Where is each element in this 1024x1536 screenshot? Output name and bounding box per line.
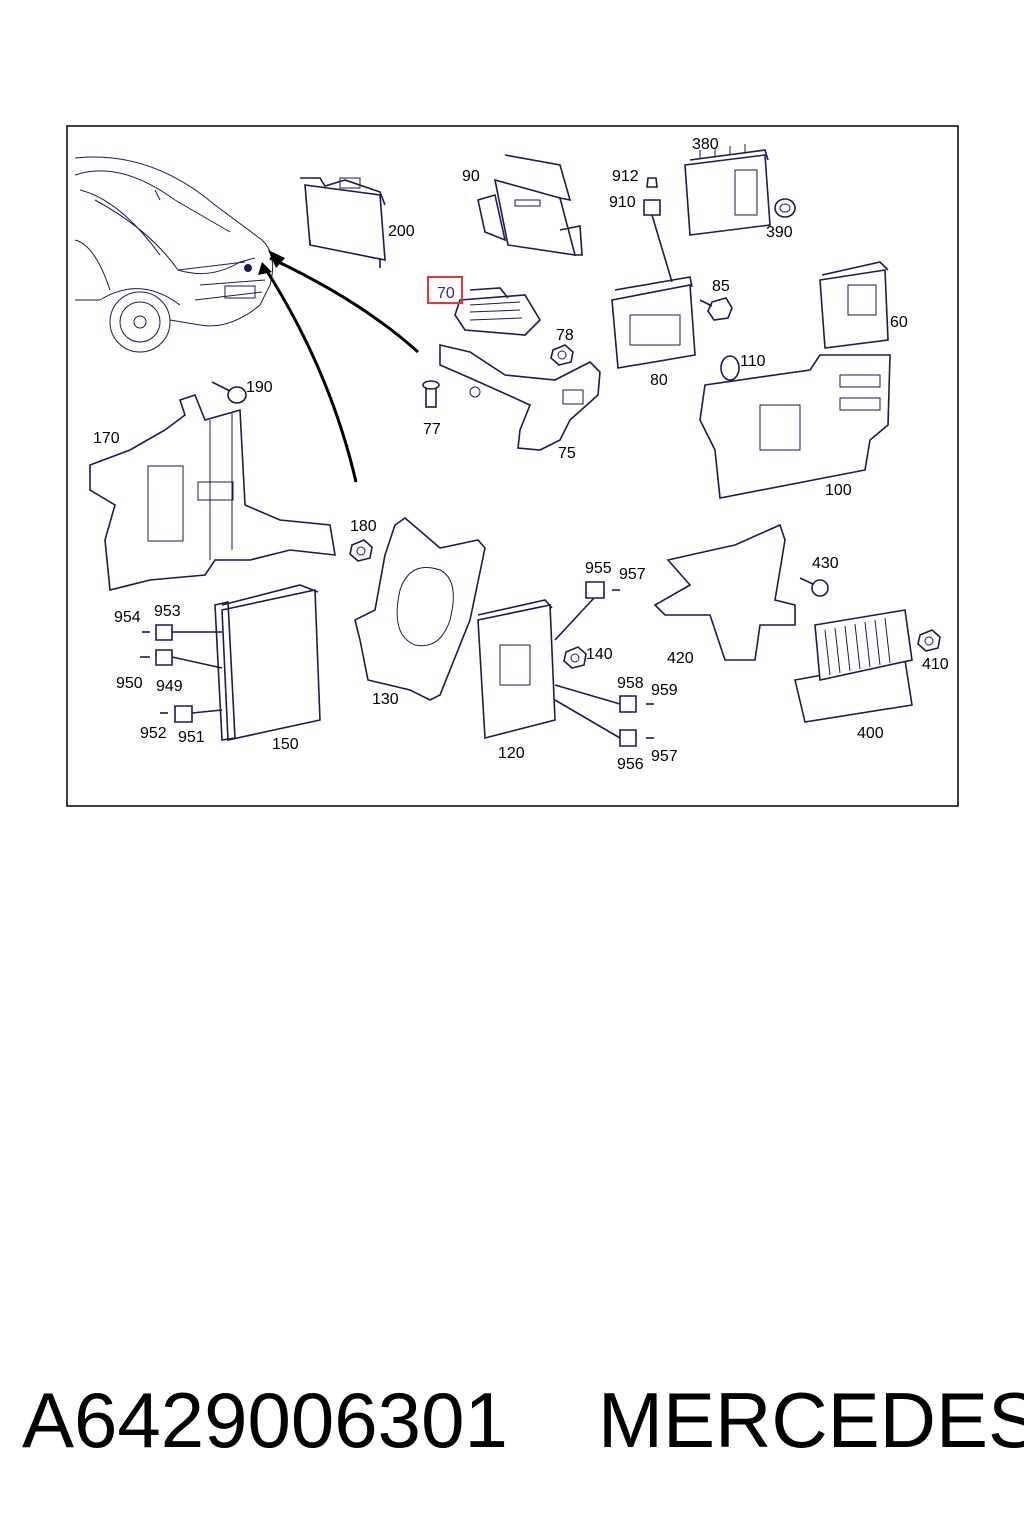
callout-430: 430 <box>812 555 839 572</box>
part-170-bracket <box>89 394 336 592</box>
connectors-949-954 <box>140 624 223 669</box>
location-arrows <box>258 250 420 483</box>
callout-78: 78 <box>556 327 574 344</box>
part-420-bracket <box>653 523 796 661</box>
part-200-control-unit <box>300 177 386 268</box>
part-140-nut <box>563 646 587 669</box>
part-430-screw <box>799 577 829 597</box>
part-80-control-unit <box>611 276 696 369</box>
callout-80: 80 <box>650 372 668 389</box>
diagram-frame <box>66 125 959 807</box>
highlight-box-70 <box>427 276 463 304</box>
connectors-956-959 <box>554 684 654 747</box>
callout-390: 390 <box>766 224 793 241</box>
callout-200: 200 <box>388 223 415 240</box>
callout-77: 77 <box>423 421 441 438</box>
part-150-control-unit <box>214 584 321 741</box>
callout-910: 910 <box>609 194 636 211</box>
callout-75: 75 <box>558 445 576 462</box>
callout-955: 955 <box>585 560 612 577</box>
parts-diagram: 380 912 910 390 90 200 70 85 60 78 110 8… <box>66 125 959 807</box>
callout-150: 150 <box>272 736 299 753</box>
callout-labels: 380 912 910 390 90 200 70 85 60 78 110 8… <box>93 136 949 773</box>
car-rear-illustration <box>74 156 274 353</box>
callout-120: 120 <box>498 745 525 762</box>
callout-956: 956 <box>617 756 644 773</box>
part-130-bracket <box>354 516 486 701</box>
callout-958: 958 <box>617 675 644 692</box>
part-75-bracket <box>439 343 601 451</box>
part-85-screw <box>699 297 733 321</box>
callout-130: 130 <box>372 691 399 708</box>
callout-400: 400 <box>857 725 884 742</box>
callout-952: 952 <box>140 725 167 742</box>
part-110-clip <box>720 355 740 381</box>
callout-90: 90 <box>462 168 480 185</box>
brand-name: MERCEDES <box>598 1376 1024 1464</box>
callout-420: 420 <box>667 650 694 667</box>
callout-85: 85 <box>712 278 730 295</box>
callout-60: 60 <box>890 314 908 331</box>
part-390-grommet <box>774 198 796 218</box>
part-180-nut <box>349 539 373 562</box>
part-400-amplifier <box>794 609 913 723</box>
callout-140: 140 <box>586 646 613 663</box>
callout-954: 954 <box>114 609 141 626</box>
callout-912: 912 <box>612 168 639 185</box>
callout-110: 110 <box>740 353 766 370</box>
callout-70: 70 <box>437 285 455 302</box>
part-190-bolt <box>211 381 247 404</box>
part-100-bracket <box>699 354 891 499</box>
part-77-bolt <box>422 380 440 408</box>
callout-180: 180 <box>350 518 377 535</box>
connectors-951-952 <box>160 705 223 723</box>
connectors-955-957 <box>554 581 620 641</box>
footer: A6429006301 MERCEDES <box>0 1370 1024 1480</box>
part-60-control-unit <box>819 261 889 349</box>
part-120-control-unit <box>477 599 556 740</box>
callout-959: 959 <box>651 682 678 699</box>
callout-951: 951 <box>178 729 205 746</box>
part-number: A6429006301 <box>22 1376 508 1464</box>
part-410-nut <box>917 629 941 652</box>
part-70-control-unit <box>454 287 542 336</box>
callout-190: 190 <box>246 379 273 396</box>
callout-957-top: 957 <box>619 566 646 583</box>
part-90-control-unit <box>477 154 583 256</box>
callout-950: 950 <box>116 675 143 692</box>
callout-953: 953 <box>154 603 181 620</box>
part-380-control-unit <box>684 144 771 236</box>
callout-380: 380 <box>692 136 719 153</box>
callout-957-bottom: 957 <box>651 748 678 765</box>
callout-949: 949 <box>156 678 183 695</box>
callout-410: 410 <box>922 656 949 673</box>
part-910-912-connector <box>643 177 673 283</box>
callout-170: 170 <box>93 430 120 447</box>
callout-100: 100 <box>825 482 852 499</box>
part-78-nut <box>550 344 574 366</box>
